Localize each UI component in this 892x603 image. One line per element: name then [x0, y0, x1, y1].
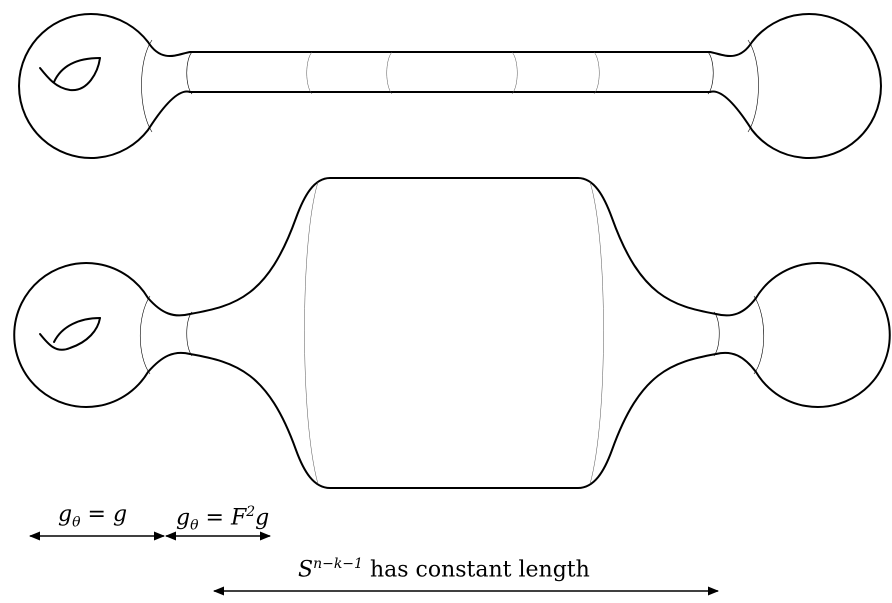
top-ring-1: [141, 39, 153, 133]
top-ring-7: [707, 51, 714, 95]
top-ring-3: [306, 51, 313, 95]
top-manifold: [18, 13, 882, 159]
label-metric-left: gθ = g: [58, 502, 128, 531]
top-ring-6: [593, 51, 600, 95]
label-metric-mid: gθ = F2g: [176, 504, 270, 534]
bottom-ring-6: [753, 295, 765, 375]
bottom-ring-5: [713, 311, 720, 357]
bottom-ring-4: [589, 181, 604, 485]
top-left-bulb: [18, 13, 882, 159]
bottom-ring-1: [139, 295, 151, 375]
top-ring-5: [511, 51, 518, 95]
bottom-manifold: [13, 177, 891, 489]
label-sphere-length: Sn−k−1 has constant length: [298, 556, 590, 583]
bottom-handle-icon: [39, 317, 101, 351]
bottom-ring-2: [186, 311, 193, 357]
bottom-ring-3: [304, 181, 319, 485]
top-ring-4: [386, 51, 393, 95]
top-ring-2: [186, 51, 193, 95]
top-handle-icon: [39, 57, 101, 92]
bottom-outline: [13, 177, 891, 489]
top-ring-8: [747, 39, 759, 133]
